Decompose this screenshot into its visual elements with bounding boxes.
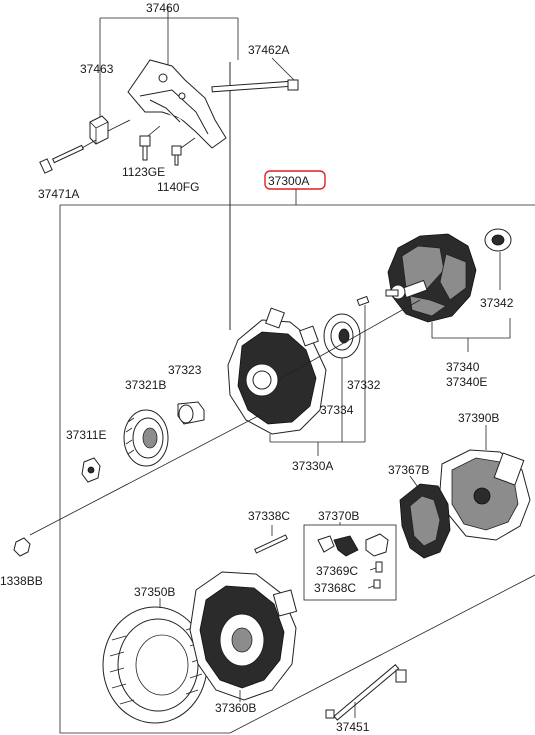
rear-cover-37390B (439, 449, 531, 541)
label-37360B[interactable]: 37360B (215, 701, 256, 715)
highlight-box-37300A (264, 170, 326, 190)
label-37462A[interactable]: 37462A (248, 43, 289, 57)
bracket (127, 59, 227, 149)
bolt-37462A (211, 79, 299, 93)
label-37340[interactable]: 37340 (446, 360, 480, 374)
label-37370B[interactable]: 37370B (318, 509, 359, 523)
pulley-37321B (123, 409, 169, 467)
label-37334[interactable]: 37334 (320, 403, 354, 417)
label-37460[interactable]: 37460 (146, 1, 180, 15)
rotor-37340 (385, 233, 477, 323)
label-37321B[interactable]: 37321B (125, 378, 166, 392)
label-37311E[interactable]: 37311E (66, 428, 106, 442)
screw-37332 (356, 295, 370, 307)
bolt-1140FG (171, 137, 196, 166)
spacer-37323 (177, 401, 205, 425)
bolt-37451 (325, 664, 407, 721)
label-37342[interactable]: 37342 (480, 296, 514, 310)
bolt-37338C (254, 534, 288, 554)
label-37451[interactable]: 37451 (336, 720, 370, 734)
label-37367B[interactable]: 37367B (388, 463, 429, 477)
rear-housing-37360B (189, 571, 298, 701)
label-1123GE[interactable]: 1123GE (122, 165, 165, 179)
label-37332[interactable]: 37332 (347, 378, 381, 392)
rectifier-37367B (399, 483, 451, 559)
label-37463[interactable]: 37463 (80, 62, 114, 76)
label-37323[interactable]: 37323 (168, 363, 202, 377)
label-37471A[interactable]: 37471A (38, 187, 79, 201)
label-37390B[interactable]: 37390B (458, 411, 499, 425)
nut-37311E (81, 457, 101, 483)
assembly-frame (59, 205, 535, 734)
bolt-37471A (39, 144, 85, 174)
brush-holder-box (303, 524, 397, 601)
label-37350B[interactable]: 37350B (134, 585, 175, 599)
bolt-1123GE (139, 125, 161, 161)
label-37338C[interactable]: 37338C (248, 509, 290, 523)
stator-37350B (102, 606, 208, 724)
shaft-axis (29, 414, 261, 536)
label-1338BB[interactable]: 1338BB (0, 574, 43, 588)
label-37330A[interactable]: 37330A (292, 459, 333, 473)
label-37300A[interactable]: 37300A (268, 174, 309, 188)
spacer-37463 (89, 115, 109, 145)
bearing-37342 (484, 228, 512, 252)
label-37340E[interactable]: 37340E (446, 375, 487, 389)
front-housing (227, 307, 327, 435)
label-37369C[interactable]: 37369C (316, 564, 358, 578)
nut-1338BB (13, 537, 31, 557)
label-37368C[interactable]: 37368C (314, 581, 356, 595)
label-1140FG[interactable]: 1140FG (157, 180, 199, 194)
